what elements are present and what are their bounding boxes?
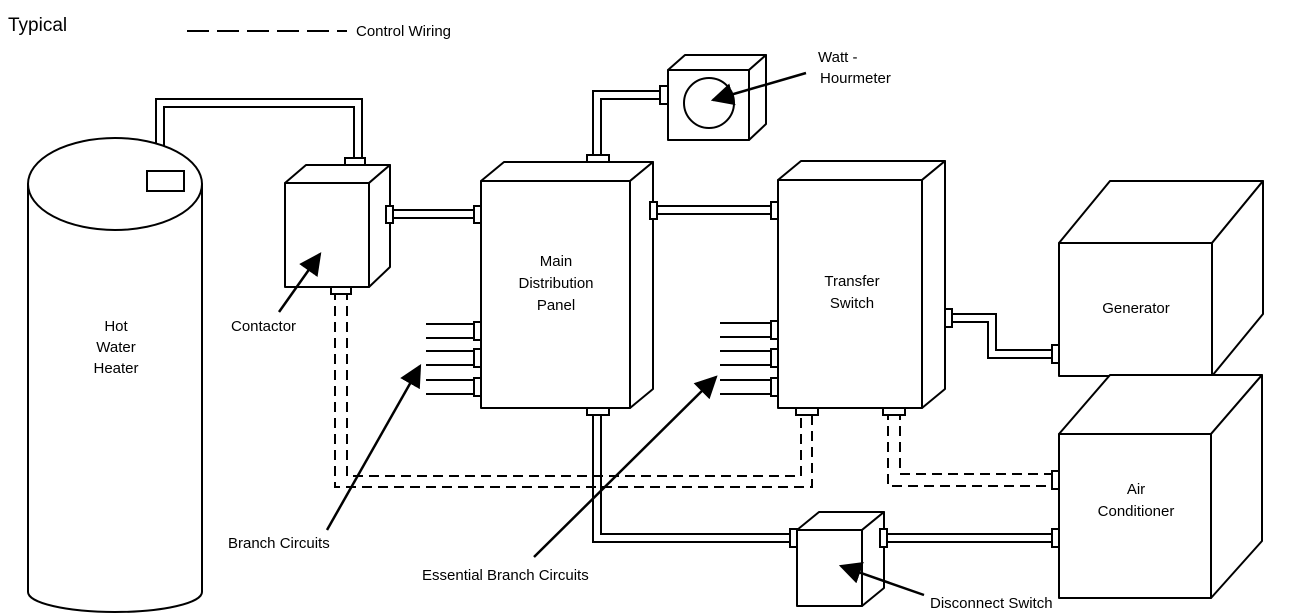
panel-label-3: Panel [537,297,575,314]
disconnect-switch [789,511,888,607]
contactor-pointer [277,252,322,313]
heater-label-3: Heater [93,360,138,377]
panel-label-1: Main [540,253,573,270]
watt-hourmeter-label-1: Watt - [818,49,857,66]
conduit-transfer-generator [945,313,1056,359]
watt-hourmeter [659,54,767,141]
heater-junction-box [146,170,185,192]
diagram-title: Typical [8,15,67,36]
conduit-panel-meter [592,90,664,162]
essential-branch-circuit-wires [720,322,771,395]
heater-label-1: Hot [104,318,128,335]
disconnect-switch-pointer [838,562,925,597]
generator: Generator [1051,180,1264,377]
control-wiring [334,290,1056,488]
contactor-label: Contactor [231,318,296,335]
ac-label-2: Conditioner [1098,503,1175,520]
essential-branch-circuits-pointer [533,375,718,558]
power-conduits [155,90,1056,543]
watt-hourmeter-pointer [710,71,807,106]
transfer-switch-label-1: Transfer [824,273,879,290]
ac-label-1: Air [1127,481,1145,498]
disconnect-switch-label: Disconnect Switch [930,595,1053,612]
generator-label: Generator [1102,300,1170,317]
air-conditioner: Air Conditioner [1051,374,1263,599]
meter-dial [683,77,735,129]
transfer-switch-label-2: Switch [830,295,874,312]
hot-water-heater: Hot Water Heater [27,137,203,613]
panel-label-2: Distribution [518,275,593,292]
heater-label-2: Water [96,339,135,356]
transfer-switch: Transfer Switch [770,160,953,416]
watt-hourmeter-label-2: Hourmeter [820,70,891,87]
main-distribution-panel: Main Distribution Panel [473,154,658,416]
contactor-box [284,157,394,295]
control-wiring-legend-label: Control Wiring [356,23,451,40]
branch-circuits-label: Branch Circuits [228,535,330,552]
branch-circuits-pointer [325,364,422,531]
essential-branch-circuits-label: Essential Branch Circuits [422,567,589,584]
branch-circuit-wires [426,323,474,395]
